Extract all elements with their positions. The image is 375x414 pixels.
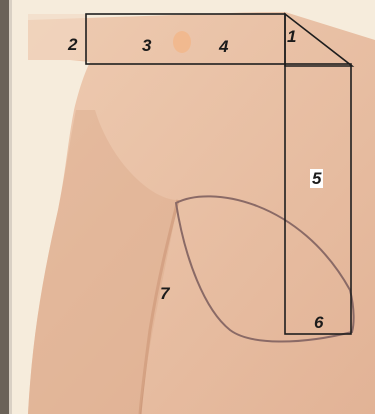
region-label-4: 4 — [219, 38, 228, 55]
region-label-2: 2 — [68, 36, 77, 53]
region-label-5: 5 — [310, 169, 323, 188]
region-label-7: 7 — [160, 285, 169, 302]
marker-dot — [173, 31, 191, 53]
region-label-6: 6 — [314, 314, 323, 331]
region-label-1: 1 — [287, 28, 296, 45]
region-label-3: 3 — [142, 37, 151, 54]
left-edge-strip — [0, 0, 9, 414]
